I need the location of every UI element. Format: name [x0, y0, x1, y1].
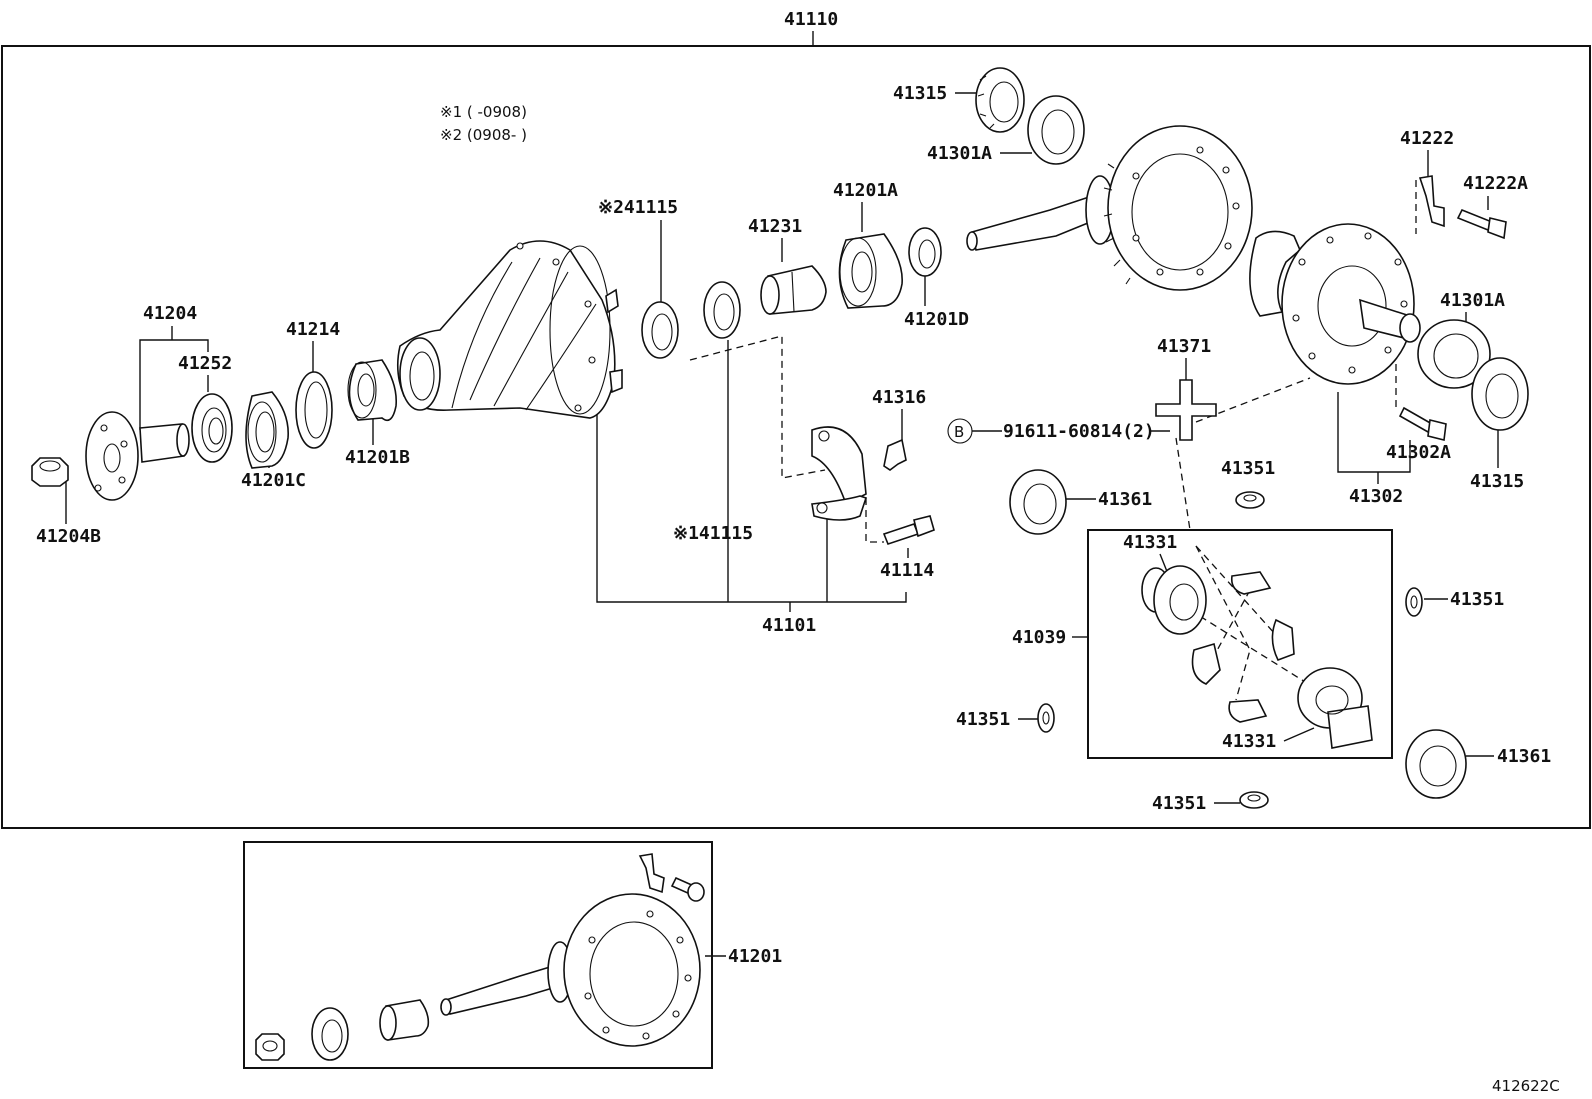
label-41222A: 41222A [1463, 173, 1528, 194]
bearing-41201A [838, 233, 903, 309]
differential-case-41302 [1249, 223, 1421, 385]
label-41331-a: 41331 [1123, 532, 1177, 553]
bolt-41114 [882, 515, 935, 545]
label-41371: 41371 [1157, 336, 1211, 357]
kit-spacer [379, 999, 430, 1041]
label-41201: 41201 [728, 946, 782, 967]
oil-seal-41252 [191, 393, 233, 463]
label-41039: 41039 [1012, 627, 1066, 648]
main-assembly-frame [1, 45, 1591, 829]
carrier-housing-41101 [396, 240, 623, 419]
ring-pinion-kit-frame [243, 841, 713, 1069]
label-41361-b: 41361 [1497, 746, 1551, 767]
label-41201A: 41201A [833, 180, 898, 201]
label-41301A-right: 41301A [1440, 290, 1505, 311]
label-41301A-top: 41301A [927, 143, 992, 164]
bearing-41301A-right [1417, 319, 1491, 389]
bolt-41222A [1456, 208, 1507, 240]
thrust-washer-41351-d [1239, 791, 1269, 809]
label-41351-d: 41351 [1152, 793, 1206, 814]
oil-seal-41115-1 [703, 281, 741, 339]
thrust-washer-41351-b [1405, 587, 1423, 617]
label-41351-c: 41351 [956, 709, 1010, 730]
label-41115-2: ※241115 [598, 197, 678, 218]
oil-seal-41115-2 [641, 301, 679, 359]
pinion-gear-left [1191, 642, 1221, 685]
label-41115-1: ※141115 [673, 523, 753, 544]
note-2: ※2 (0908- ) [440, 126, 527, 144]
spacer-41214 [295, 371, 333, 449]
spacer-41231 [760, 265, 827, 315]
side-gear-41331-b [1297, 667, 1373, 749]
washer-41201D [908, 227, 942, 277]
label-41315-right: 41315 [1470, 471, 1524, 492]
differential-gear-frame [1087, 529, 1393, 759]
label-41201B: 41201B [345, 447, 410, 468]
adjusting-nut-41315-top [975, 67, 1025, 133]
label-41214: 41214 [286, 319, 340, 340]
label-41222: 41222 [1400, 128, 1454, 149]
lock-plate-41222 [1418, 175, 1445, 228]
lock-plate-41316 [883, 438, 907, 471]
label-41302A: 41302A [1386, 442, 1451, 463]
pinion-gear-right [1271, 618, 1295, 662]
thrust-washer-41361-b [1405, 729, 1467, 799]
bolt-41302A [1398, 406, 1447, 441]
kit-lock-plate [638, 853, 665, 894]
kit-bolt [670, 876, 705, 902]
bearing-41301A-top [1027, 95, 1085, 165]
label-41252: 41252 [178, 353, 232, 374]
pinion-shaft-41371 [1155, 379, 1217, 441]
side-gear-41331-a [1141, 565, 1207, 635]
label-41110: 41110 [784, 9, 838, 30]
label-41316: 41316 [872, 387, 926, 408]
flange-41204 [85, 411, 190, 501]
label-91611: 91611-60814(2) [1003, 421, 1155, 442]
label-41331-b: 41331 [1222, 731, 1276, 752]
label-41114: 41114 [880, 560, 934, 581]
b-badge-letter: B [954, 423, 964, 441]
adjusting-nut-41315-right [1471, 357, 1529, 431]
thrust-washer-41351-a [1235, 491, 1265, 509]
label-41101: 41101 [762, 615, 816, 636]
kit-ring-gear-pinion [440, 893, 701, 1047]
bearing-41201C [245, 391, 289, 469]
diagram-code: 412622C [1492, 1077, 1560, 1095]
label-41351-a: 41351 [1221, 458, 1275, 479]
label-41231: 41231 [748, 216, 802, 237]
label-41204: 41204 [143, 303, 197, 324]
bearing-41201B [347, 359, 398, 422]
pinion-gear-bottom [1228, 699, 1268, 723]
label-41302: 41302 [1349, 486, 1403, 507]
thrust-washer-41361-a [1009, 469, 1067, 535]
nut-41204B [31, 457, 69, 487]
pinion-gear-top [1230, 571, 1272, 595]
label-41361-a: 41361 [1098, 489, 1152, 510]
label-41204B: 41204B [36, 526, 101, 547]
kit-nut [255, 1033, 285, 1061]
bearing-cap [811, 426, 868, 521]
thrust-washer-41351-c [1037, 703, 1055, 733]
label-41351-b: 41351 [1450, 589, 1504, 610]
ring-gear-pinion-41201 [966, 125, 1253, 291]
kit-seal [311, 1007, 349, 1061]
label-41201C: 41201C [241, 470, 306, 491]
label-41201D: 41201D [904, 309, 969, 330]
label-41315-top: 41315 [893, 83, 947, 104]
note-1: ※1 ( -0908) [440, 103, 527, 121]
